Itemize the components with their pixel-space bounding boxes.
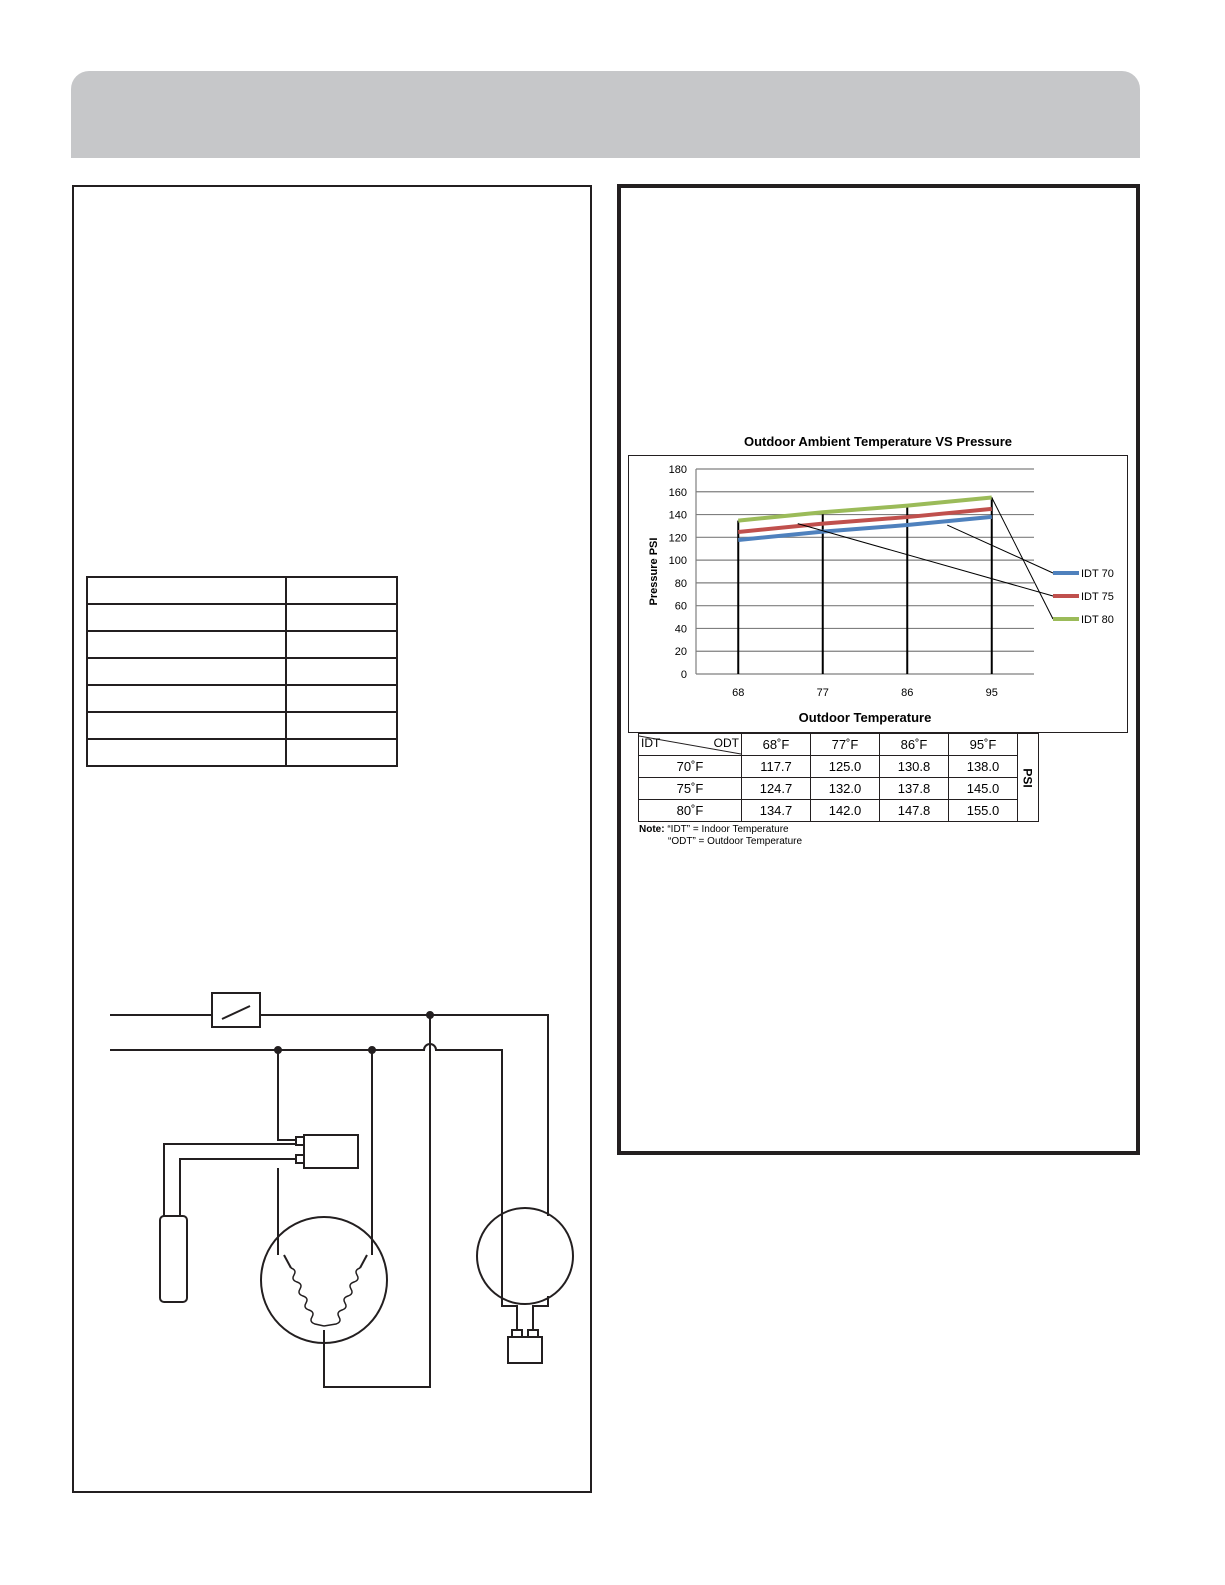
legend-label: IDT 75: [1081, 591, 1114, 603]
row-header: 80˚F: [638, 799, 742, 822]
note-line-2: “ODT” = Outdoor Temperature: [668, 836, 803, 847]
y-tick-label: 100: [669, 555, 687, 567]
wire-relay: [277, 1050, 296, 1141]
legend-leader-line: [797, 523, 1054, 597]
wire-line-top: [110, 1014, 549, 1216]
table-row: 80˚F 134.7 142.0 147.8 155.0: [638, 799, 1039, 822]
table-row: [86, 711, 398, 740]
table-cell: 155.0: [948, 799, 1018, 822]
psi-unit-label: PSI: [1021, 767, 1035, 788]
table-cell: 117.7: [741, 755, 811, 778]
table-row: [86, 576, 398, 605]
table-cell: 137.8: [879, 777, 949, 800]
legend-leader-line: [947, 524, 1054, 574]
relay-terminal: [295, 1136, 305, 1146]
fan-motor: [476, 1207, 574, 1305]
compressor-motor: [260, 1216, 388, 1344]
relay-box: [303, 1134, 359, 1169]
y-tick-label: 160: [669, 487, 687, 499]
row-header: 75˚F: [638, 777, 742, 800]
column-header: 68˚F: [741, 733, 811, 756]
x-axis-label: Outdoor Temperature: [799, 710, 932, 725]
table-cell: 130.8: [879, 755, 949, 778]
header-bar: [71, 71, 1140, 158]
series-line: [738, 495, 992, 523]
table-cell: 124.7: [741, 777, 811, 800]
x-tick-label: 77: [817, 687, 829, 699]
corner-odt-label: ODT: [713, 736, 739, 750]
table-corner-cell: IDT ODT: [638, 733, 742, 756]
wire-return: [323, 1015, 431, 1388]
corner-idt-label: IDT: [641, 736, 661, 750]
chart-title: Outdoor Ambient Temperature VS Pressure: [743, 434, 1012, 449]
table-cell: 142.0: [810, 799, 880, 822]
column-header: 95˚F: [948, 733, 1018, 756]
series-line: [738, 514, 992, 542]
capacitor-terminal: [511, 1329, 523, 1338]
table-row: 70˚F 117.7 125.0 130.8 138.0: [638, 755, 1039, 778]
series-line: [738, 506, 992, 534]
chart-box: 0 20 40 60 80 100 120 140 160 180 68 77 86 95 IDT 70 ID…: [628, 455, 1128, 733]
column-header: 86˚F: [879, 733, 949, 756]
x-tick-label: 86: [901, 687, 913, 699]
x-tick-label: 95: [986, 687, 998, 699]
table-row: [86, 630, 398, 659]
capacitor-box: [507, 1336, 543, 1364]
legend-label: IDT 80: [1081, 614, 1114, 626]
table-cell: 132.0: [810, 777, 880, 800]
table-row: [86, 738, 398, 767]
y-tick-label: 60: [675, 601, 687, 613]
table-row: 75˚F 124.7 132.0 137.8 145.0: [638, 777, 1039, 800]
motor-winding: [323, 1267, 361, 1327]
column-header: 77˚F: [810, 733, 880, 756]
x-tick-label: 68: [732, 687, 744, 699]
note-label: Note:: [639, 824, 665, 835]
wire-thermostat: [163, 1143, 296, 1216]
note-line-1: “IDT” = Indoor Temperature: [667, 824, 789, 835]
chart-svg: 0 20 40 60 80 100 120 140 160 180 68 77 86 95 IDT 70 ID…: [648, 464, 1114, 725]
table-cell: 134.7: [741, 799, 811, 822]
y-tick-label: 120: [669, 532, 687, 544]
wire-capacitor: [501, 1293, 549, 1330]
legend-leader-line: [991, 497, 1054, 620]
motor-winding: [290, 1267, 325, 1327]
switch-contact: [221, 1005, 251, 1020]
winding-lead: [283, 1254, 368, 1269]
capacitor-terminal: [527, 1329, 539, 1338]
table-row: [86, 684, 398, 713]
table-cell: 125.0: [810, 755, 880, 778]
wire-thermostat: [179, 1158, 296, 1216]
note: Note: “IDT” = Indoor Temperature “ODT” =…: [639, 824, 802, 847]
y-axis-label: Pressure PSI: [648, 538, 660, 606]
row-header: 70˚F: [638, 755, 742, 778]
y-tick-label: 80: [675, 578, 687, 590]
table-cell: 145.0: [948, 777, 1018, 800]
y-tick-label: 140: [669, 510, 687, 522]
relay-terminal: [295, 1154, 305, 1164]
switch-box: [211, 992, 261, 1028]
table-row: [86, 657, 398, 686]
y-tick-label: 0: [681, 669, 687, 681]
left-panel: [72, 185, 592, 1493]
y-tick-label: 20: [675, 646, 687, 658]
psi-unit-cell: PSI: [1017, 733, 1039, 822]
right-panel: [617, 184, 1140, 1155]
wiring-diagram: [110, 992, 574, 1388]
table-cell: 138.0: [948, 755, 1018, 778]
table-header-row: IDT ODT 68˚F 77˚F 86˚F 95˚F PSI: [638, 733, 1039, 822]
table-cell: 147.8: [879, 799, 949, 822]
legend-label: IDT 70: [1081, 568, 1114, 580]
y-tick-label: 40: [675, 623, 687, 635]
spec-table: [86, 576, 398, 767]
y-tick-label: 180: [669, 464, 687, 476]
table-row: [86, 603, 398, 632]
thermostat-probe: [159, 1215, 188, 1303]
pressure-table: IDT ODT 68˚F 77˚F 86˚F 95˚F PSI 70˚F 117…: [638, 733, 1039, 822]
